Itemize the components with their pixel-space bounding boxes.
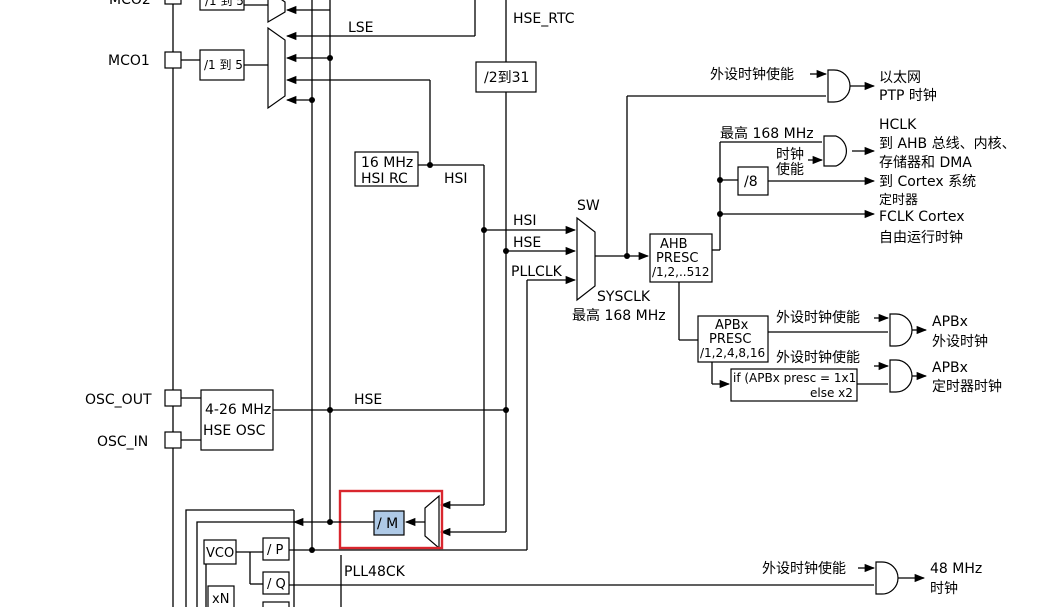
apb-mult-label-2: else x2 <box>810 386 853 400</box>
q-divider <box>262 571 290 595</box>
hclk-desc-2: 存储器和 DMA <box>879 155 972 171</box>
apb-periph-label-1: APBx <box>932 314 968 330</box>
usb-label-1: 48 MHz <box>930 561 982 577</box>
mux-hse-label: HSE <box>513 235 541 251</box>
q-divider-label: / Q <box>267 577 286 592</box>
ethernet-and-gate <box>827 69 851 103</box>
vco-block <box>203 539 237 565</box>
hsi-rc-block <box>354 151 419 187</box>
pll-outer-border <box>185 509 294 607</box>
hsi-rc-name: HSI RC <box>361 171 408 187</box>
cortex-label-1: 到 Cortex 系统 <box>879 174 976 190</box>
apb-periph-and-gate <box>889 313 913 347</box>
xn-block <box>207 585 235 607</box>
pin-osc-out-label: OSC_OUT <box>85 392 152 408</box>
m-divider-label: / M <box>377 516 398 532</box>
sw-label: SW <box>577 198 600 214</box>
apb-periph-enable-label: 外设时钟使能 <box>776 309 860 326</box>
ahb-label-3: /1,2,..512 <box>652 265 709 279</box>
ahb-prescaler <box>649 233 713 283</box>
pin-mco1-label: MCO1 <box>108 53 150 69</box>
apb-timer-and-gate <box>889 359 913 393</box>
pin-osc-in <box>164 431 182 449</box>
pin-mco2-label: MCO2 <box>109 0 151 8</box>
hclk-enable-label-1: 时钟 <box>776 146 804 163</box>
p-divider <box>262 537 290 561</box>
mco2-mux <box>267 0 286 24</box>
pin-osc-out <box>164 389 182 407</box>
pin-mco2 <box>164 0 182 5</box>
junction-dot <box>427 162 433 168</box>
pllclk-label: PLLCLK <box>511 264 563 280</box>
junction-dot <box>503 407 509 413</box>
hsi-rc-freq: 16 MHz <box>361 155 413 171</box>
r-divider-partial <box>262 601 290 607</box>
m-divider <box>373 510 405 536</box>
junction-dot <box>309 547 315 553</box>
mco1-divider-label: /1 到 5 <box>204 58 243 72</box>
rtc-divider-label: /2到31 <box>484 70 529 86</box>
pll48ck-label: PLL48CK <box>344 564 406 580</box>
apb-label-1: APBx <box>715 318 749 333</box>
apb-timer-label-2: 定时器时钟 <box>932 378 1002 395</box>
fclk-label-2: 自由运行时钟 <box>879 229 963 246</box>
junction-dot <box>327 407 333 413</box>
junction-dot <box>481 227 487 233</box>
mco2-divider <box>199 0 245 11</box>
ethernet-enable-label: 外设时钟使能 <box>710 66 794 83</box>
ethernet-label-2: PTP 时钟 <box>879 87 937 104</box>
ahb-label-2: PRESC <box>656 251 698 266</box>
cortex-label-2: 定时器 <box>879 193 918 208</box>
xn-label: xN <box>212 592 229 607</box>
p-divider-label: / P <box>267 543 284 558</box>
sysclk-max-label: 最高 168 MHz <box>572 307 666 324</box>
apb-timer-label-1: APBx <box>932 360 968 376</box>
cortex-divider <box>737 166 769 196</box>
mco2-divider-label: /1 到 5 <box>205 0 244 8</box>
mux-hsi-label: HSI <box>513 213 537 229</box>
usb-label-2: 时钟 <box>930 580 958 597</box>
hsi-label: HSI <box>444 171 468 187</box>
hclk-and-gate <box>823 135 848 167</box>
sysclk-label: SYSCLK <box>597 289 651 305</box>
fclk-label-1: FCLK Cortex <box>879 209 965 225</box>
apb-mult-label-1: if (APBx presc = 1x1 <box>733 371 856 385</box>
ethernet-label-1: 以太网 <box>879 70 921 86</box>
pin-osc-in-label: OSC_IN <box>97 434 148 450</box>
ahb-label-1: AHB <box>660 237 688 252</box>
hse-osc-freq: 4-26 MHz <box>205 402 271 418</box>
apb-label-3: /1,2,4,8,16 <box>700 346 765 360</box>
apb-timer-enable-label: 外设时钟使能 <box>776 349 860 366</box>
cortex-divider-label: /8 <box>744 174 758 190</box>
usb-and-gate <box>875 561 899 595</box>
junction-dot <box>503 248 509 254</box>
hclk-desc-1: 到 AHB 总线、内核、 <box>879 136 1016 152</box>
hse-osc-name: HSE OSC <box>203 423 266 439</box>
lse-label: LSE <box>348 20 374 36</box>
hclk-max-label: 最高 168 MHz <box>720 125 814 142</box>
usb-enable-label: 外设时钟使能 <box>762 560 846 577</box>
pin-mco1 <box>164 51 182 69</box>
pll-source-mux <box>424 494 440 550</box>
hclk-enable-label-2: 使能 <box>776 161 804 178</box>
hse-osc-block <box>200 389 274 451</box>
junction-dot <box>327 519 333 525</box>
hse-line-label: HSE <box>354 392 382 408</box>
sysclk-mux <box>576 216 596 302</box>
mco1-mux <box>267 26 286 110</box>
apb-label-2: PRESC <box>709 332 751 347</box>
apb-periph-label-2: 外设时钟 <box>932 333 988 350</box>
hclk-title: HCLK <box>879 117 917 133</box>
rtc-divider <box>475 61 537 93</box>
hse-rtc-label: HSE_RTC <box>513 11 575 27</box>
apb-timer-multiplier <box>730 368 858 402</box>
vco-label: VCO <box>206 546 234 561</box>
highlight-box <box>338 489 444 550</box>
pll-inner-border <box>196 521 294 607</box>
apb-prescaler <box>697 315 769 363</box>
